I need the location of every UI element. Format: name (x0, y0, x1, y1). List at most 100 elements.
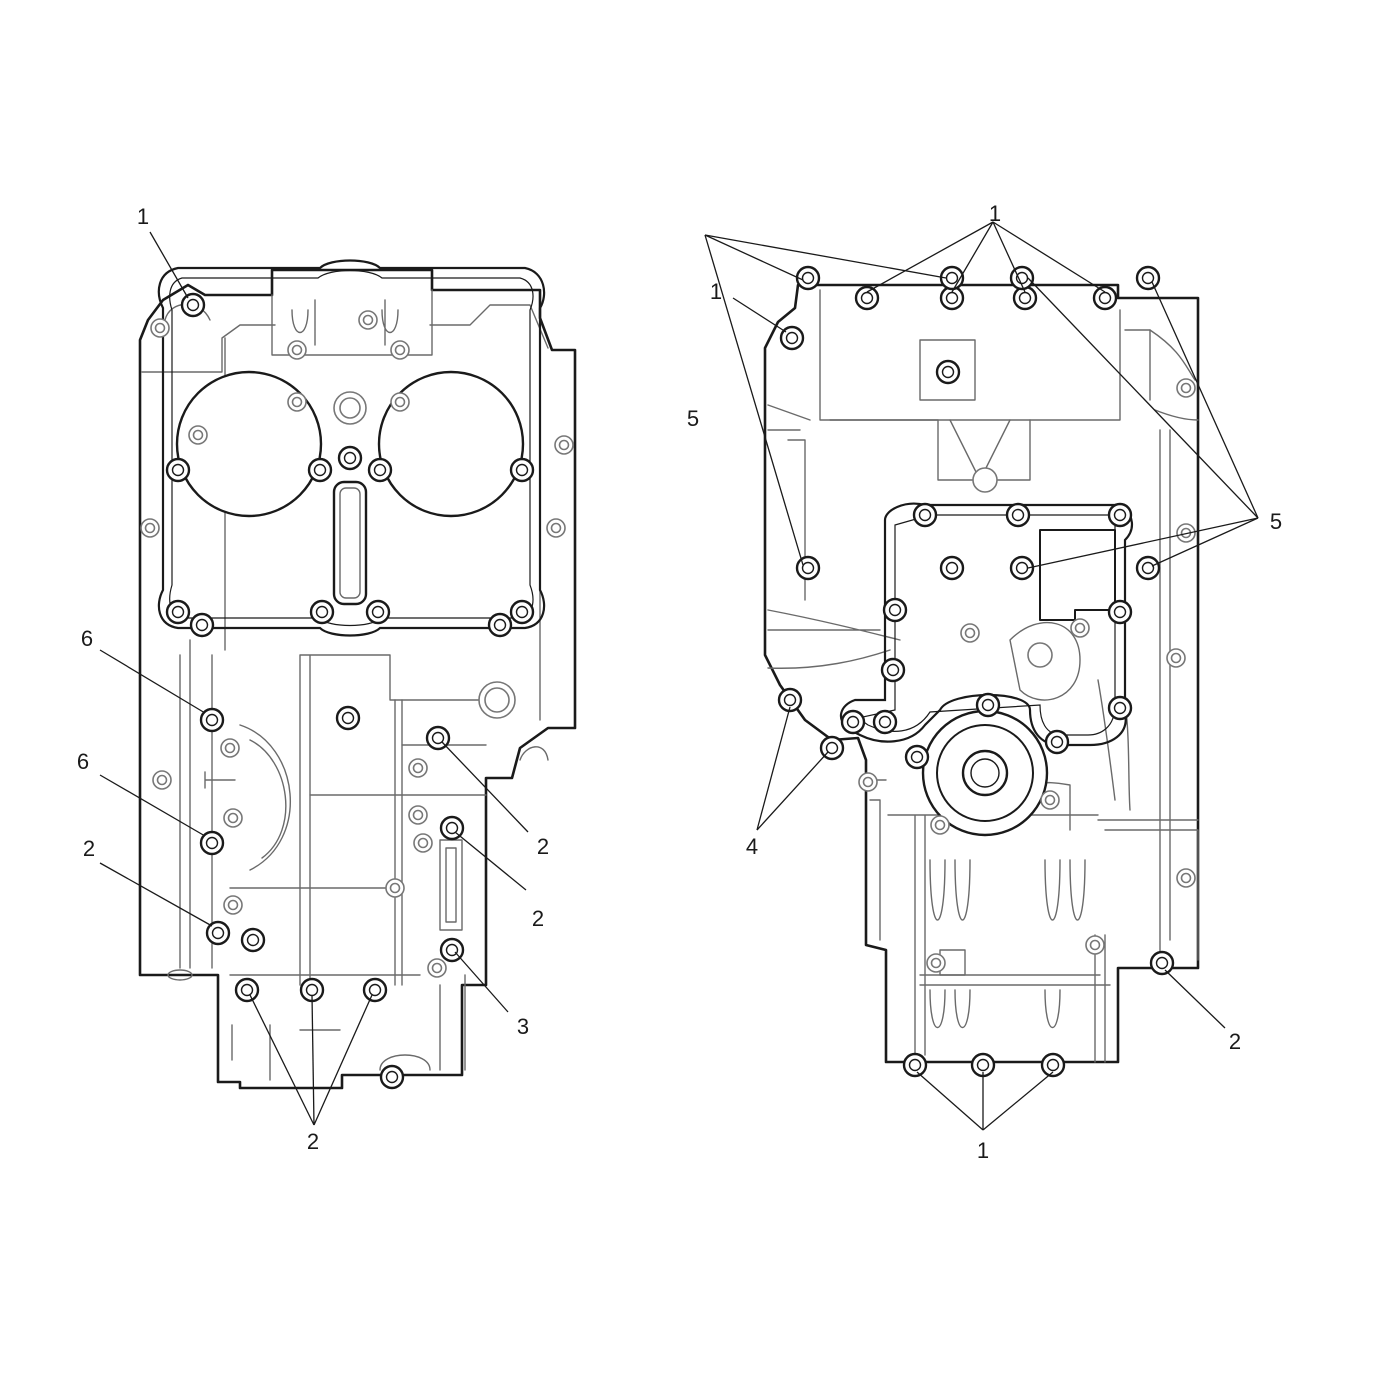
leader-line (992, 221, 1106, 293)
leader-line (982, 1071, 1054, 1131)
bolt-hole (223, 808, 243, 828)
bolt-hole (930, 815, 950, 835)
leader-line (732, 297, 787, 333)
callout-label-r-5b: 5 (1270, 509, 1282, 534)
bolt-hole (1135, 265, 1161, 291)
leader-line (454, 951, 509, 1013)
bolt-hole (390, 340, 410, 360)
callout-label-r-1b: 1 (710, 279, 722, 304)
bolt-hole (975, 692, 1001, 718)
bolt-hole (365, 599, 391, 625)
leader-line (313, 994, 373, 1126)
bolt-hole (882, 597, 908, 623)
bolt-hole (287, 340, 307, 360)
bolt-hole (777, 687, 803, 713)
callout-label-r-1c: 1 (977, 1138, 989, 1163)
bolt-hole (840, 709, 866, 735)
bolt-hole (1149, 950, 1175, 976)
bolt-hole (1044, 729, 1070, 755)
leader-line (1027, 277, 1259, 519)
left-cylinder-gasket (157, 259, 546, 637)
bolt-holes (140, 265, 1196, 1090)
leader-line (704, 234, 947, 279)
callout-label-r-1a: 1 (989, 201, 1001, 226)
bolt-hole (205, 920, 231, 946)
bolt-hole (1040, 1052, 1066, 1078)
leader-lines (99, 221, 1259, 1131)
bolt-hole (152, 770, 172, 790)
leader-line (704, 234, 804, 566)
bolt-hole (1085, 935, 1105, 955)
bolt-hole (1070, 618, 1090, 638)
bolt-hole (1107, 502, 1133, 528)
leader-line (149, 231, 189, 299)
bolt-hole (199, 707, 225, 733)
bolt-hole (379, 1064, 405, 1090)
left-crankcase-view (138, 259, 577, 1090)
leader-line (311, 994, 315, 1126)
bolt-hole (335, 705, 361, 731)
bolt-hole (390, 392, 410, 412)
bolt-hole (439, 815, 465, 841)
bolt-hole (554, 435, 574, 455)
bolt-hole (180, 292, 206, 318)
callout-label-l-2b: 2 (537, 834, 549, 859)
bolt-hole (309, 599, 335, 625)
leader-line (99, 649, 206, 714)
bolt-hole (902, 1052, 928, 1078)
bolt-hole (795, 265, 821, 291)
leader-line (916, 1071, 984, 1131)
bolt-hole (1135, 555, 1161, 581)
leader-line (992, 221, 1026, 293)
bolt-hole (487, 612, 513, 638)
bolt-hole (509, 599, 535, 625)
bolt-hole (960, 623, 980, 643)
leader-line (454, 831, 527, 891)
bolt-hole (926, 953, 946, 973)
callout-label-r-2: 2 (1229, 1029, 1241, 1054)
bolt-hole (240, 927, 266, 953)
bolt-hole (854, 285, 880, 311)
left-cylinder-bore-1 (175, 370, 323, 518)
bolt-hole (413, 833, 433, 853)
bolt-hole (546, 518, 566, 538)
bolt-hole (1176, 868, 1196, 888)
bolt-hole (1107, 599, 1133, 625)
callout-label-l-2d: 2 (307, 1129, 319, 1154)
bolt-hole (939, 555, 965, 581)
leader-line (1151, 517, 1259, 567)
leader-line (1151, 281, 1259, 519)
bolt-hole (1176, 378, 1196, 398)
bolt-hole (189, 612, 215, 638)
callout-label-l-1: 1 (137, 204, 149, 229)
bolt-hole (858, 772, 878, 792)
callout-label-r-4: 4 (746, 834, 758, 859)
callout-label-l-6a: 6 (81, 626, 93, 651)
bolt-hole (165, 599, 191, 625)
bolt-hole (223, 895, 243, 915)
leader-line (99, 774, 206, 837)
leader-line (441, 741, 529, 833)
leader-line (99, 862, 213, 927)
right-crankcase-view (763, 283, 1200, 1064)
bolt-hole (385, 878, 405, 898)
bolt-hole (1009, 555, 1035, 581)
bolt-hole (872, 709, 898, 735)
bolt-hole (795, 555, 821, 581)
bolt-hole (362, 977, 388, 1003)
bolt-hole (509, 457, 535, 483)
callout-label-l-2c: 2 (532, 906, 544, 931)
callout-label-l-2a: 2 (83, 836, 95, 861)
right-crankcase-outline (763, 283, 1200, 1064)
bolt-hole (880, 657, 906, 683)
left-cylinder-bore-2 (377, 370, 525, 518)
callout-label-l-3: 3 (517, 1014, 529, 1039)
bolt-hole (337, 445, 363, 471)
bolt-hole (199, 830, 225, 856)
bolt-hole (188, 425, 208, 445)
callout-label-l-6b: 6 (77, 749, 89, 774)
bolt-hole (140, 518, 160, 538)
bolt-hole (1005, 502, 1031, 528)
bolt-hole (408, 758, 428, 778)
